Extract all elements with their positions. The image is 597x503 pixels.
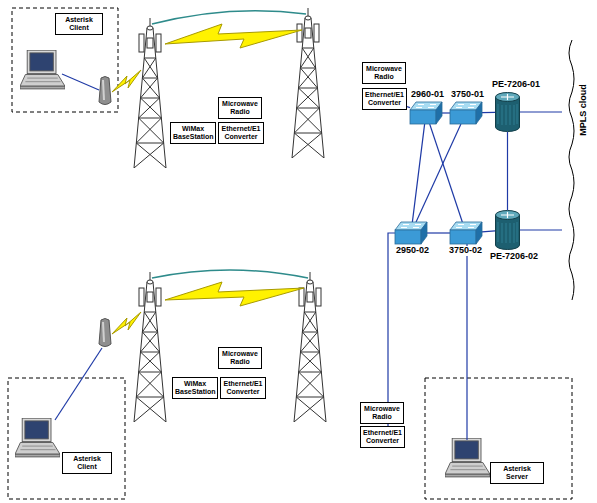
switch-icon: 3750-02 bbox=[450, 222, 482, 244]
router-graphic bbox=[495, 92, 520, 132]
switch-front bbox=[450, 110, 476, 124]
device-name: 2960-01 bbox=[410, 90, 445, 100]
tower bbox=[134, 272, 166, 422]
laptop-icon bbox=[20, 50, 65, 89]
box-label: Ethernet/E1 Converter bbox=[365, 91, 404, 107]
device-name: 3750-02 bbox=[448, 246, 483, 256]
cpe-antenna bbox=[99, 77, 111, 105]
device-box: Microwave Radio bbox=[218, 347, 262, 369]
label-box: Asterisk Client bbox=[62, 452, 112, 474]
switch-side bbox=[476, 222, 482, 244]
network-link bbox=[407, 107, 410, 108]
router-ribs bbox=[498, 222, 517, 243]
switch-arrows bbox=[456, 225, 476, 228]
cloud-edge bbox=[562, 40, 597, 300]
client-region bbox=[12, 8, 118, 112]
label-box: Asterisk Client bbox=[55, 13, 103, 35]
ethernet-cable bbox=[55, 348, 102, 420]
device-box: WiMax BaseStation bbox=[172, 377, 218, 399]
box-label: Asterisk Client bbox=[58, 16, 100, 32]
switch-front bbox=[450, 230, 476, 244]
device-box: Ethernet/E1 Converter bbox=[218, 122, 264, 144]
switch-graphic bbox=[395, 222, 427, 244]
device-box: WiMax BaseStation bbox=[170, 122, 216, 144]
switch-side bbox=[436, 102, 442, 124]
switch-graphic bbox=[410, 102, 442, 124]
router-graphic bbox=[495, 210, 520, 250]
switch-icon: 2960-01 bbox=[410, 102, 442, 124]
ethernet-cable bbox=[466, 244, 467, 440]
wireless-bolt bbox=[112, 70, 141, 92]
network-link bbox=[442, 112, 450, 113]
device-box: Ethernet/E1 Converter bbox=[360, 426, 405, 448]
device-name: PE-7206-01 bbox=[491, 80, 541, 90]
switch-side bbox=[476, 102, 482, 124]
laptop-icon bbox=[15, 418, 60, 457]
device-name: MPLS cloud bbox=[579, 83, 589, 137]
box-label: Asterisk Client bbox=[65, 455, 109, 471]
mpls-cloud: MPLS cloud bbox=[562, 40, 597, 300]
microwave-link bbox=[152, 270, 308, 278]
client-region bbox=[8, 378, 125, 499]
router-top bbox=[496, 93, 520, 102]
tower bbox=[294, 272, 326, 422]
box-label: Asterisk Server bbox=[493, 465, 541, 481]
wireless-bolt bbox=[112, 312, 141, 334]
cpe-antenna bbox=[99, 319, 111, 347]
box-label: Microwave Radio bbox=[221, 350, 259, 366]
switch-graphic bbox=[450, 102, 482, 124]
switch-arrows bbox=[456, 105, 476, 108]
network-link bbox=[427, 232, 450, 233]
device-box: Ethernet/E1 Converter bbox=[362, 88, 407, 110]
network-link bbox=[482, 230, 495, 232]
wireless-bolt bbox=[165, 282, 304, 306]
device-box: Microwave Radio bbox=[218, 97, 262, 119]
label-box: Asterisk Server bbox=[490, 462, 544, 484]
ethernet-cable bbox=[62, 74, 99, 90]
network-link bbox=[482, 112, 495, 114]
wireless-bolt bbox=[165, 24, 302, 48]
network-link bbox=[430, 124, 463, 222]
router-ribs bbox=[498, 104, 517, 125]
switch-arrows bbox=[416, 105, 436, 108]
switch-graphic bbox=[450, 222, 482, 244]
box-label: WiMax BaseStation bbox=[175, 380, 215, 396]
switch-arrows bbox=[401, 225, 421, 228]
network-link bbox=[520, 111, 562, 112]
cloud-outline bbox=[569, 40, 574, 300]
server-region bbox=[425, 378, 572, 499]
microwave-link bbox=[152, 11, 306, 24]
network-link bbox=[416, 124, 461, 222]
box-label: WiMax BaseStation bbox=[173, 125, 213, 141]
device-name: 2950-02 bbox=[395, 246, 430, 256]
device-name: PE-7206-02 bbox=[489, 252, 539, 262]
switch-icon: 2950-02 bbox=[395, 222, 427, 244]
network-link bbox=[520, 229, 562, 230]
switch-icon: 3750-01 bbox=[450, 102, 482, 124]
switch-front bbox=[410, 110, 436, 124]
box-label: Microwave Radio bbox=[221, 100, 259, 116]
device-box: Ethernet/E1 Converter bbox=[220, 377, 266, 399]
device-box: Microwave Radio bbox=[362, 62, 406, 84]
box-label: Ethernet/E1 Converter bbox=[221, 125, 261, 141]
router-arrows bbox=[501, 212, 514, 218]
router-top bbox=[496, 211, 520, 220]
switch-front bbox=[395, 230, 421, 244]
tower bbox=[134, 18, 166, 168]
network-link bbox=[507, 132, 508, 210]
router-icon: PE-7206-01 bbox=[495, 92, 520, 132]
laptop-icon bbox=[445, 438, 490, 477]
router-arrows bbox=[501, 94, 514, 100]
box-label: Ethernet/E1 Converter bbox=[363, 429, 402, 445]
device-box: Microwave Radio bbox=[360, 402, 404, 424]
switch-side bbox=[421, 222, 427, 244]
box-label: Ethernet/E1 Converter bbox=[223, 380, 263, 396]
box-label: Microwave Radio bbox=[363, 405, 401, 421]
box-label: Microwave Radio bbox=[365, 65, 403, 81]
device-name: 3750-01 bbox=[450, 90, 485, 100]
router-icon: PE-7206-02 bbox=[495, 210, 520, 250]
